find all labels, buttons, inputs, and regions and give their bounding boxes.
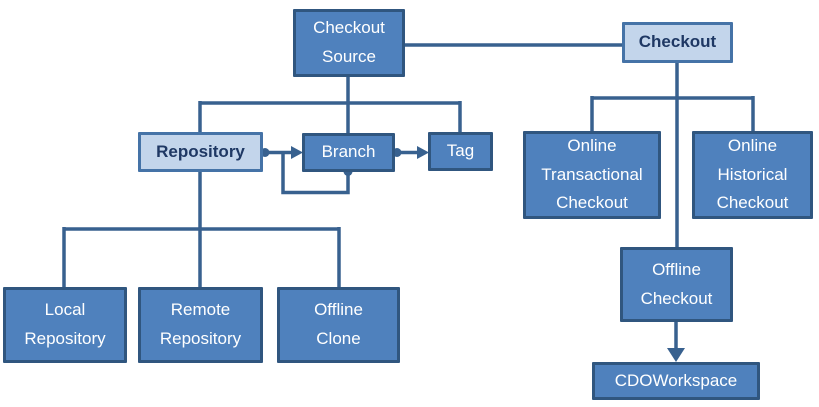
node-checkout: Checkout [622, 22, 733, 63]
arrowhead-into-tag [417, 146, 429, 159]
node-online-transactional-checkout: Online Transactional Checkout [523, 131, 661, 219]
node-branch: Branch [302, 133, 395, 172]
node-online-historical-checkout: Online Historical Checkout [692, 131, 813, 219]
edge-branch-self-loop [281, 152, 350, 195]
node-remote-repository: Remote Repository [138, 287, 263, 363]
arrowhead-into-cdoworkspace [667, 348, 685, 362]
arrowhead-into-branch [291, 146, 303, 159]
node-cdoworkspace: CDOWorkspace [592, 362, 760, 400]
node-repository: Repository [138, 132, 263, 172]
node-local-repository: Local Repository [3, 287, 127, 363]
node-tag: Tag [428, 132, 493, 171]
node-offline-checkout: Offline Checkout [620, 247, 733, 322]
node-offline-clone: Offline Clone [277, 287, 400, 363]
node-checkout-source: Checkout Source [293, 9, 405, 77]
